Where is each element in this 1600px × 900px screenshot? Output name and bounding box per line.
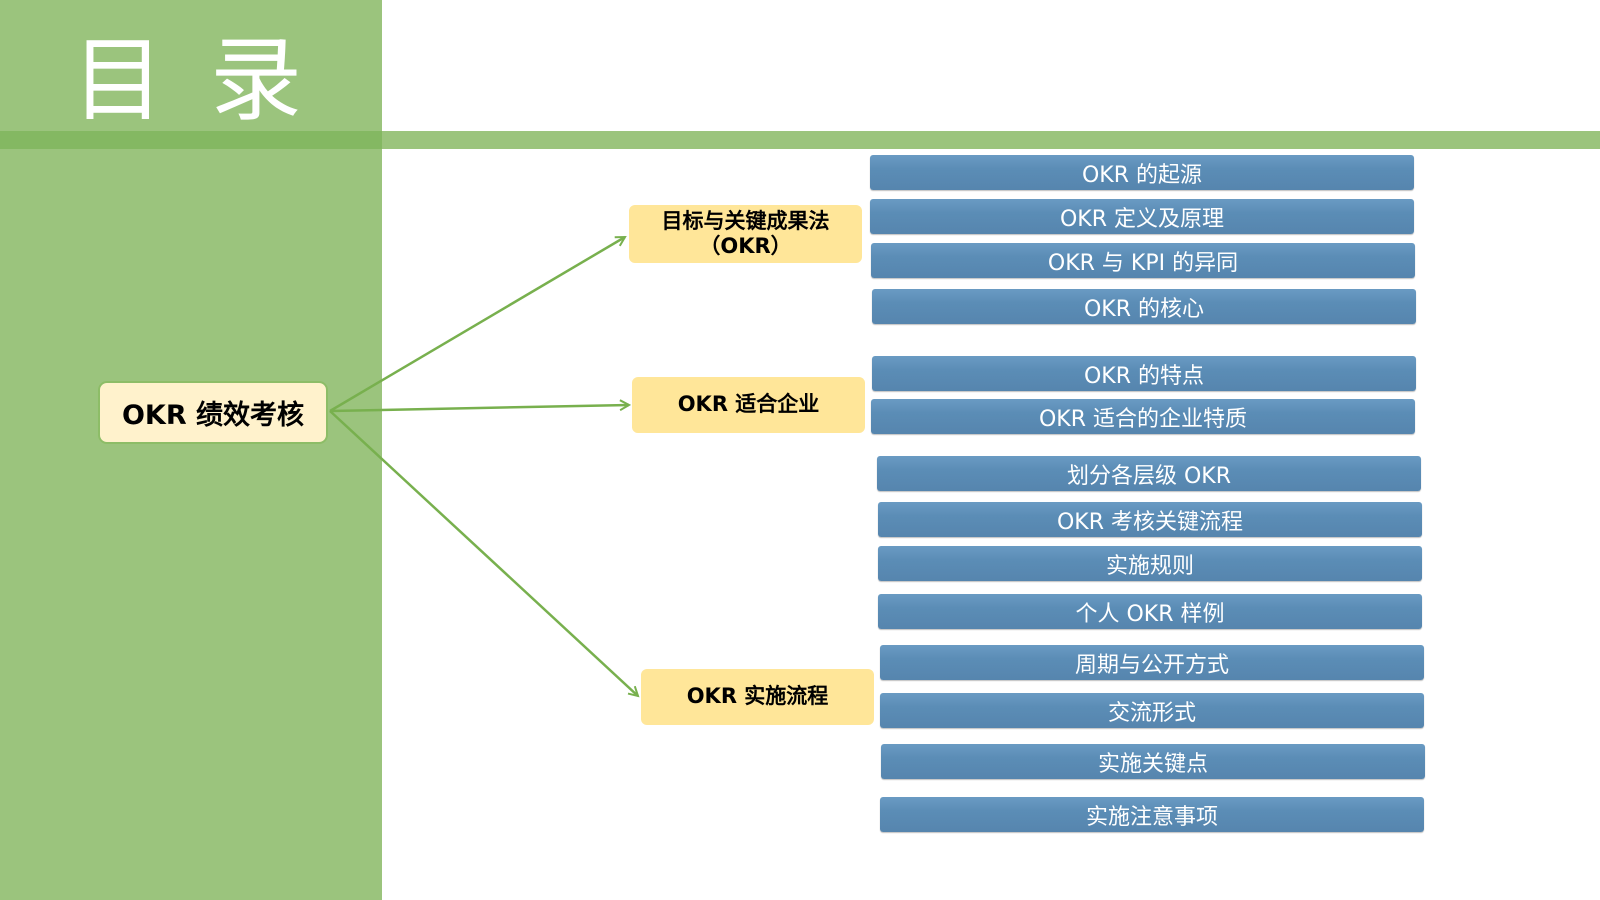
left-panel [0,0,382,900]
title-char-1: 目 [72,27,165,134]
leaf-item-okr-definition: OKR 定义及原理 [870,199,1414,234]
leaf-item-okr-core: OKR 的核心 [872,289,1416,324]
branch-node-implementation-process: OKR 实施流程 [641,669,874,725]
leaf-item-precautions: 实施注意事项 [880,797,1424,832]
leaf-item-key-points: 实施关键点 [881,744,1425,779]
root-node: OKR 绩效考核 [98,381,328,444]
leaf-item-cycle-publicity: 周期与公开方式 [880,645,1424,680]
leaf-item-okr-origin: OKR 的起源 [870,155,1414,190]
branch-node-suitable-companies: OKR 适合企业 [632,377,865,433]
leaf-item-okr-vs-kpi: OKR 与 KPI 的异同 [871,243,1415,278]
branch-label: OKR 实施流程 [686,684,829,709]
leaf-item-suitable-company-traits: OKR 适合的企业特质 [871,399,1415,434]
branch-node-okr-method: 目标与关键成果法 （OKR） [629,205,862,263]
leaf-item-rules: 实施规则 [878,546,1422,581]
leaf-item-personal-example: 个人 OKR 样例 [878,594,1422,629]
branch-label: OKR 适合企业 [677,392,820,417]
leaf-item-key-process: OKR 考核关键流程 [878,502,1422,537]
branch-label-line-2: （OKR） [699,234,792,258]
header-band-left [0,131,382,149]
branch-label-line-1: 目标与关键成果法 [661,208,830,233]
leaf-item-communication: 交流形式 [880,693,1424,728]
header-band [382,131,1600,149]
leaf-item-level-okr: 划分各层级 OKR [877,456,1421,491]
title-char-2: 录 [210,27,303,134]
leaf-item-okr-features: OKR 的特点 [872,356,1416,391]
